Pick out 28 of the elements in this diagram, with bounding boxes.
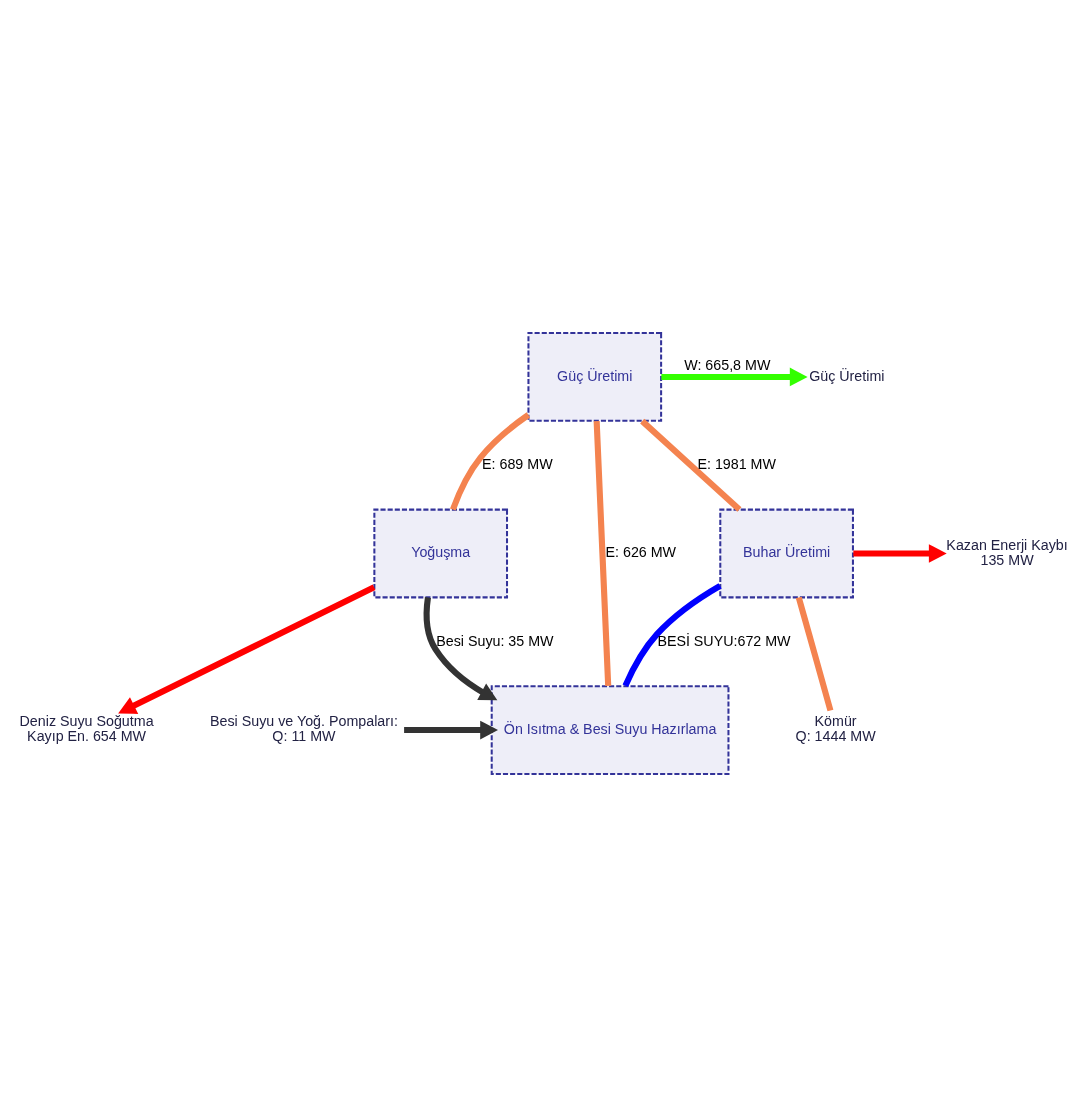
node-box: Güç Üretimi xyxy=(527,332,663,422)
node-text: Deniz Suyu Soğutma xyxy=(19,713,154,730)
arrow xyxy=(423,597,498,701)
edge-label: E: 626 MW xyxy=(605,544,677,561)
node-text: Kazan Enerji Kaybı xyxy=(946,536,1068,553)
connector xyxy=(450,412,531,511)
connector xyxy=(640,418,742,512)
arrow xyxy=(404,720,498,740)
connector xyxy=(622,583,722,687)
node-label: Q: 1444 MW xyxy=(795,728,876,745)
arrow xyxy=(118,584,376,714)
connector xyxy=(795,596,834,712)
node-text: Kömür xyxy=(814,713,857,730)
arrow xyxy=(853,544,947,563)
connector xyxy=(593,420,612,687)
edge-label: BESİ SUYU:672 MW xyxy=(657,632,791,649)
edge-label: E: 1981 MW xyxy=(697,456,776,473)
node-box: Buhar Üretimi xyxy=(719,508,854,599)
edge-label: E: 689 MW xyxy=(482,456,553,473)
edge-label: Besi Suyu: 35 MW xyxy=(436,632,554,649)
edge-label: W: 665,8 MW xyxy=(684,357,771,374)
node-box: Ön Isıtma & Besi Suyu Hazırlama xyxy=(490,685,730,775)
arrow xyxy=(661,367,808,387)
node-label: Kayıp En. 654 MW xyxy=(27,728,147,745)
node-text: Besi Suyu ve Yoğ. Pompaları: xyxy=(209,713,398,730)
node-label: Q: 11 MW xyxy=(272,728,336,745)
node-text: Güç Üretimi xyxy=(809,367,885,384)
node-box: Yoğuşma xyxy=(373,508,509,599)
